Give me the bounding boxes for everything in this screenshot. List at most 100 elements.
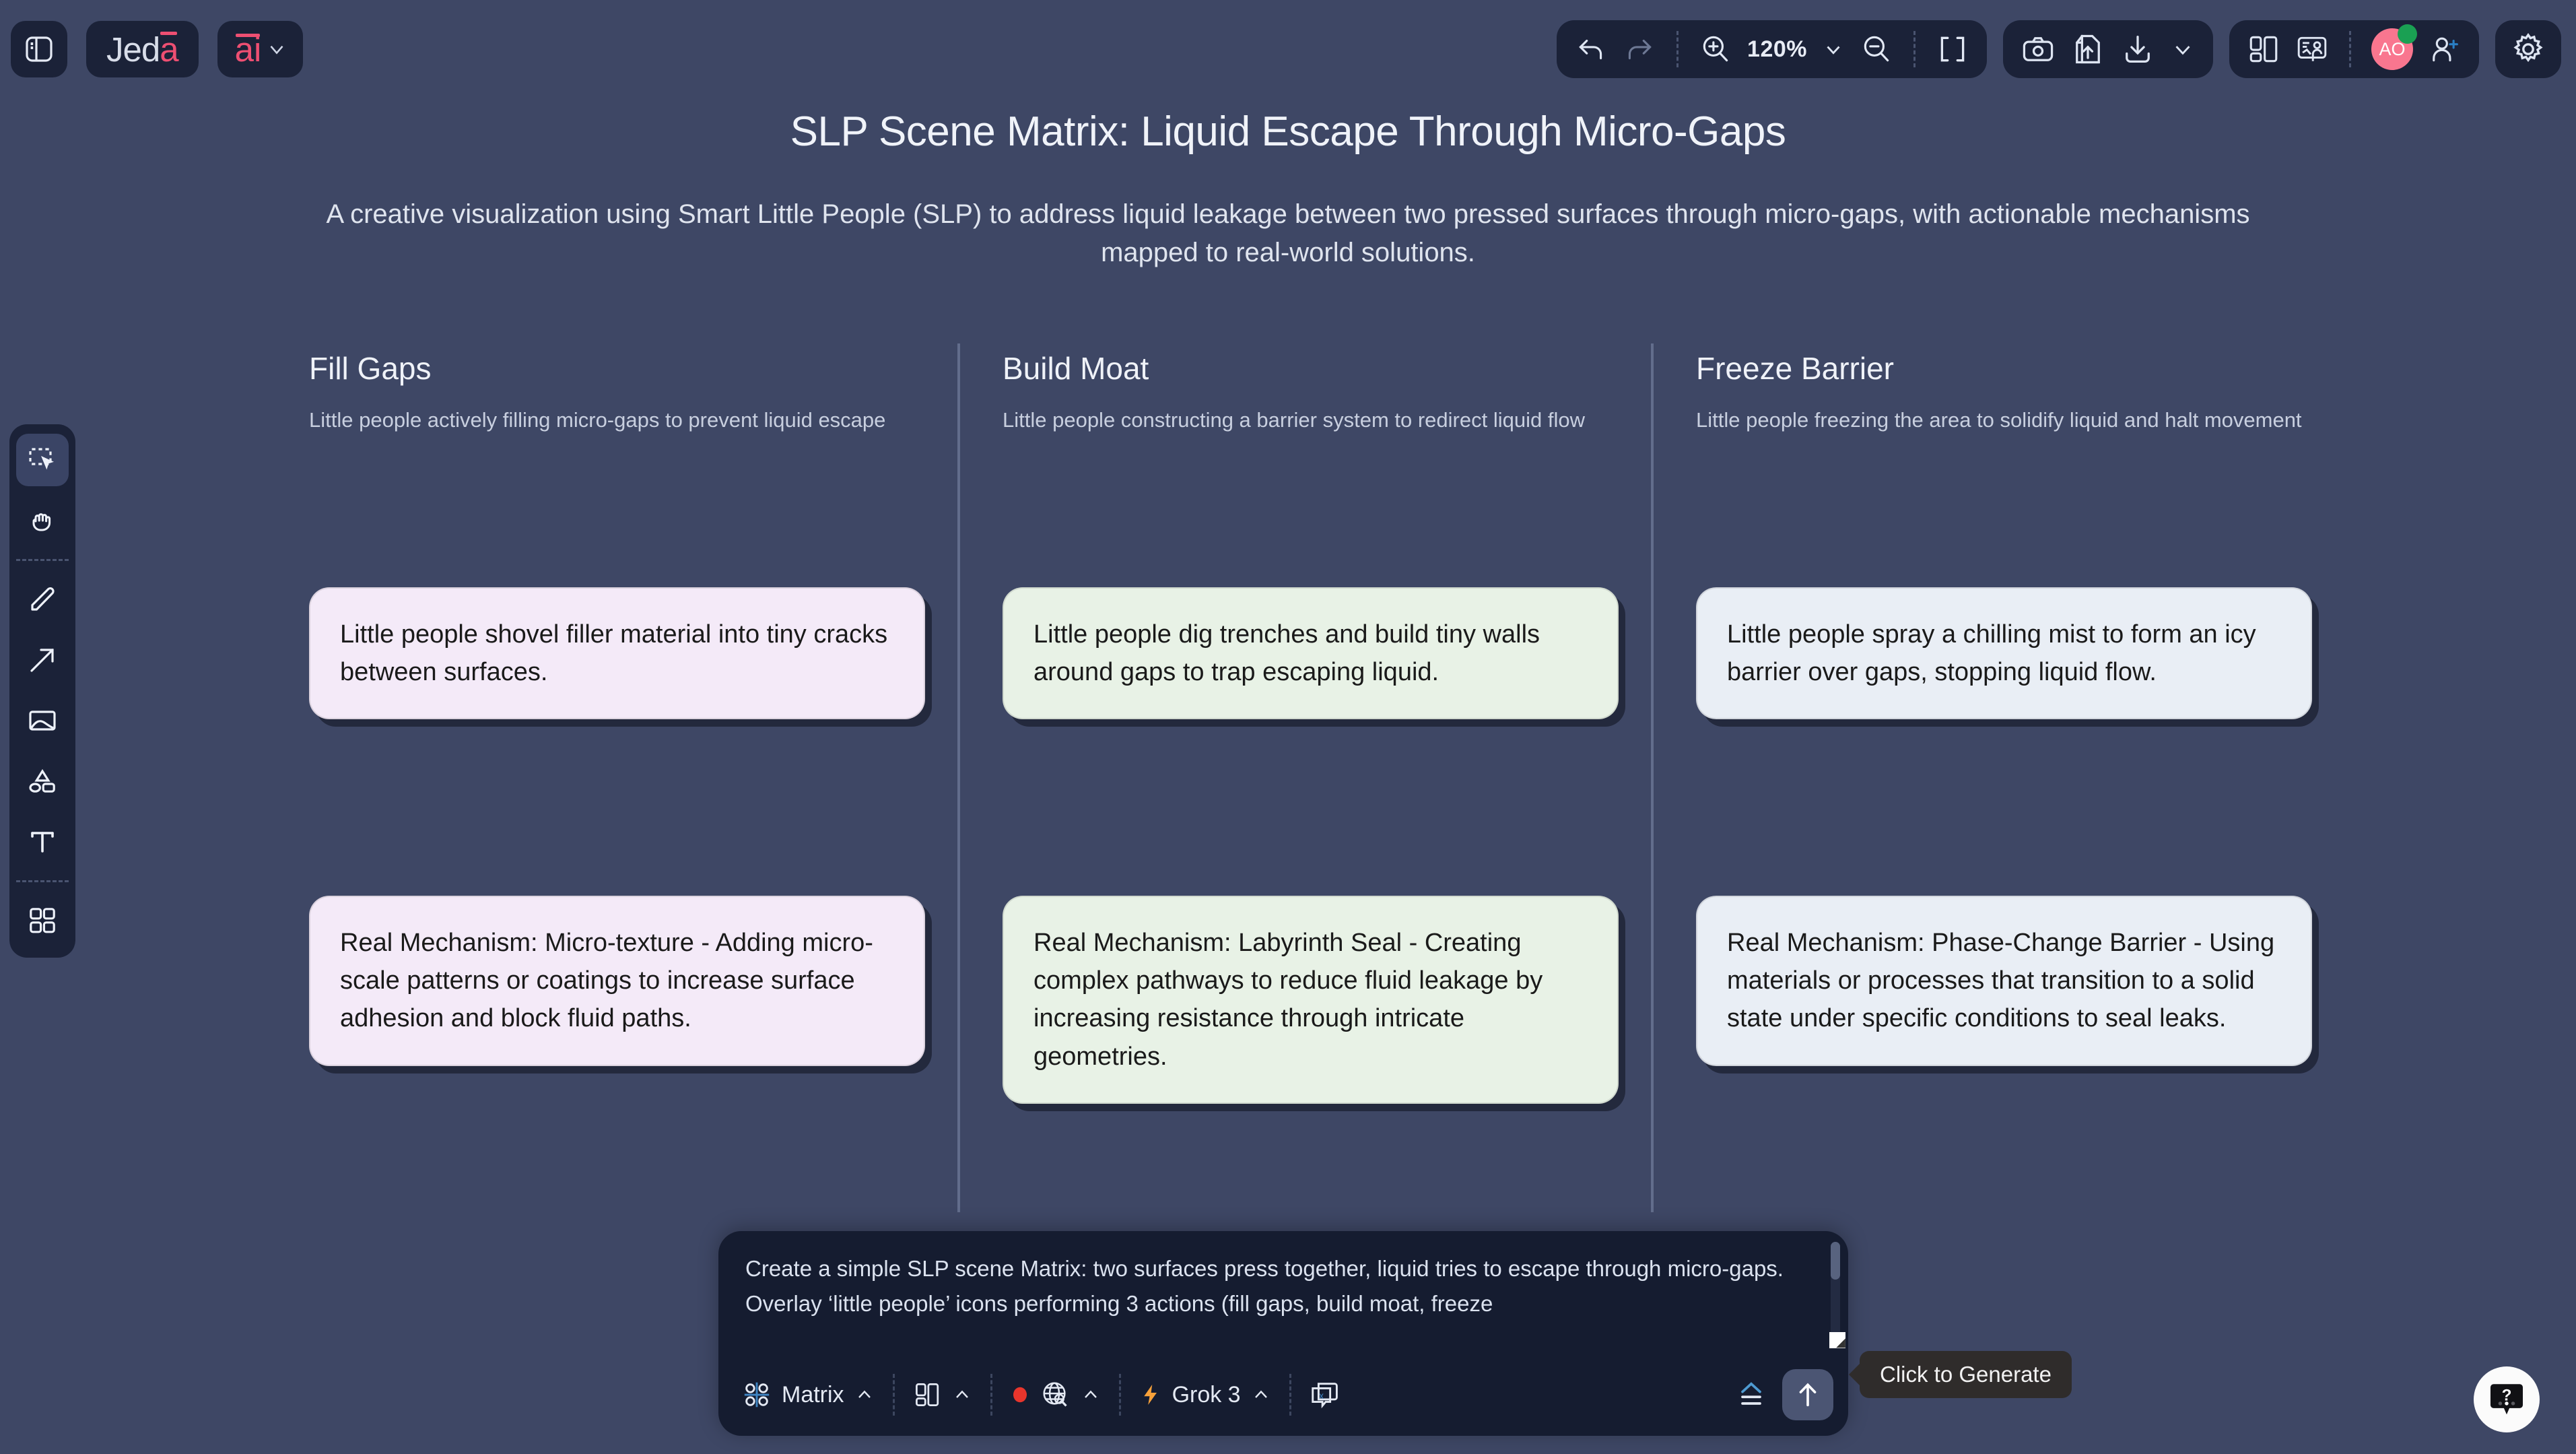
- shape-tool-icon: [26, 765, 59, 797]
- sidebar-item-pen-tool[interactable]: [16, 573, 69, 626]
- toolbar-divider: [1913, 31, 1916, 67]
- page-title: SLP Scene Matrix: Liquid Escape Through …: [790, 108, 1786, 155]
- undo-icon[interactable]: [1574, 32, 1608, 66]
- settings-button[interactable]: [2495, 20, 2561, 78]
- layout-split-icon[interactable]: [2247, 32, 2280, 66]
- fit-screen-icon[interactable]: [1936, 32, 1969, 66]
- card-cell: Real Mechanism: Micro-texture - Adding m…: [272, 896, 965, 1104]
- action-card-row: Little people shovel filler material int…: [272, 587, 2352, 720]
- sidebar-item-arrow-tool[interactable]: [16, 634, 69, 686]
- chat-x-icon: x: [1309, 1379, 1340, 1410]
- web-search-globe-icon: [1040, 1379, 1071, 1410]
- mode-matrix-label: Matrix: [782, 1381, 844, 1408]
- card-cell: Little people dig trenches and build tin…: [965, 587, 1659, 720]
- svg-text:?: ?: [2502, 1387, 2512, 1405]
- matrix-column: Freeze Barrier Little people freezing th…: [1651, 343, 2352, 1213]
- collab-group: AO: [2229, 20, 2479, 78]
- grid-tool-icon: [26, 904, 59, 937]
- chevron-up-icon: [854, 1384, 875, 1406]
- sidebar-item-image-tool[interactable]: [16, 694, 69, 747]
- resize-grip[interactable]: ◢: [1829, 1332, 1845, 1348]
- dock-divider: [990, 1374, 992, 1416]
- chevron-up-icon: [1250, 1384, 1272, 1406]
- card-cell: Real Mechanism: Labyrinth Seal - Creatin…: [965, 896, 1659, 1104]
- prompt-scrollbar-thumb[interactable]: [1831, 1242, 1840, 1280]
- record-dot-icon: [1010, 1385, 1030, 1405]
- send-button[interactable]: [1782, 1369, 1833, 1420]
- mechanism-card[interactable]: Real Mechanism: Labyrinth Seal - Creatin…: [1003, 896, 1619, 1104]
- chevron-up-icon: [951, 1384, 973, 1406]
- redo-icon[interactable]: [1623, 32, 1656, 66]
- send-arrow-up-icon: [1792, 1379, 1823, 1410]
- matrix-grid-icon: [741, 1379, 772, 1410]
- mechanism-card[interactable]: Real Mechanism: Phase-Change Barrier - U…: [1696, 896, 2312, 1066]
- layout-split-icon: [912, 1380, 942, 1410]
- sidebar-item-text-tool[interactable]: [16, 816, 69, 868]
- prompt-input-wrapper[interactable]: Create a simple SLP scene Matrix: two su…: [718, 1231, 1848, 1354]
- ai-mode-label: ai: [234, 30, 262, 69]
- image-tool-icon: [26, 704, 59, 737]
- file-upload-icon[interactable]: [2070, 32, 2105, 67]
- chevron-down-icon[interactable]: [1822, 38, 1845, 61]
- chevron-up-icon: [1080, 1384, 1101, 1406]
- download-icon[interactable]: [2120, 32, 2155, 67]
- tool-divider: [16, 559, 69, 561]
- capture-export-group: [2003, 20, 2213, 78]
- lightning-bolt-icon: [1139, 1383, 1163, 1407]
- web-search-button[interactable]: [992, 1379, 1119, 1410]
- action-card[interactable]: Little people spray a chilling mist to f…: [1696, 587, 2312, 720]
- svg-text:x: x: [1319, 1391, 1324, 1401]
- help-button[interactable]: ?: [2474, 1366, 2540, 1432]
- matrix-column-headers: Fill Gaps Little people actively filling…: [272, 343, 2352, 1213]
- action-card[interactable]: Little people dig trenches and build tin…: [1003, 587, 1619, 720]
- column-title: Fill Gaps: [309, 351, 432, 386]
- model-label: Grok 3: [1172, 1381, 1241, 1408]
- dock-divider: [1118, 1374, 1121, 1416]
- presence-indicator: [2398, 24, 2417, 44]
- top-toolbar: Jeda ai: [0, 0, 2576, 98]
- chat-clear-button[interactable]: x: [1291, 1379, 1357, 1410]
- mechanism-card-row: Real Mechanism: Micro-texture - Adding m…: [272, 896, 2352, 1104]
- card-cell: Real Mechanism: Phase-Change Barrier - U…: [1659, 896, 2352, 1104]
- prompt-input[interactable]: Create a simple SLP scene Matrix: two su…: [745, 1256, 1784, 1317]
- mode-matrix-button[interactable]: Matrix: [741, 1379, 893, 1410]
- column-title: Build Moat: [1003, 351, 1149, 386]
- sidebar-panel-toggle-button[interactable]: [11, 21, 67, 77]
- column-subtitle: Little people freezing the area to solid…: [1696, 408, 2302, 432]
- card-cell: Little people spray a chilling mist to f…: [1659, 587, 2352, 720]
- matrix-column: Build Moat Little people constructing a …: [957, 343, 1659, 1213]
- avatar[interactable]: AO: [2371, 24, 2417, 70]
- toolbar-divider: [1676, 31, 1679, 67]
- zoom-out-icon[interactable]: [1860, 32, 1893, 66]
- card-cell: Little people shovel filler material int…: [272, 587, 965, 720]
- chevron-down-icon[interactable]: [2170, 36, 2196, 62]
- left-tool-palette: [9, 424, 75, 958]
- app-logo[interactable]: Jeda: [86, 21, 199, 77]
- matrix-column: Fill Gaps Little people actively filling…: [272, 350, 965, 435]
- presentation-icon[interactable]: [2295, 32, 2329, 66]
- column-subtitle: Little people actively filling micro-gap…: [309, 408, 886, 432]
- dock-divider: [892, 1374, 895, 1416]
- hand-tool-icon: [26, 504, 59, 537]
- add-user-icon[interactable]: [2428, 32, 2462, 66]
- model-selector-button[interactable]: Grok 3: [1121, 1382, 1289, 1408]
- sidebar-item-select-tool[interactable]: [16, 434, 69, 486]
- collapse-icon[interactable]: [1734, 1377, 1769, 1412]
- sidebar-item-shape-tool[interactable]: [16, 755, 69, 807]
- top-toolbar-right: 120%: [1557, 20, 2576, 78]
- toolbar-divider: [2349, 31, 2351, 67]
- action-card[interactable]: Little people shovel filler material int…: [309, 587, 925, 720]
- dock-actions: [1734, 1369, 1833, 1420]
- arrow-tool-icon: [26, 644, 59, 676]
- pen-tool-icon: [26, 583, 59, 616]
- camera-icon[interactable]: [2021, 32, 2056, 67]
- zoom-in-icon[interactable]: [1699, 32, 1732, 66]
- mechanism-card[interactable]: Real Mechanism: Micro-texture - Adding m…: [309, 896, 925, 1066]
- sidebar-item-grid-tool[interactable]: [16, 894, 69, 947]
- text-tool-icon: [26, 826, 59, 858]
- zoom-level-label[interactable]: 120%: [1747, 36, 1807, 62]
- layout-selector-button[interactable]: [895, 1380, 990, 1410]
- sidebar-item-hand-tool[interactable]: [16, 494, 69, 547]
- prompt-dock: Create a simple SLP scene Matrix: two su…: [718, 1231, 1848, 1436]
- ai-mode-selector[interactable]: ai: [217, 21, 304, 77]
